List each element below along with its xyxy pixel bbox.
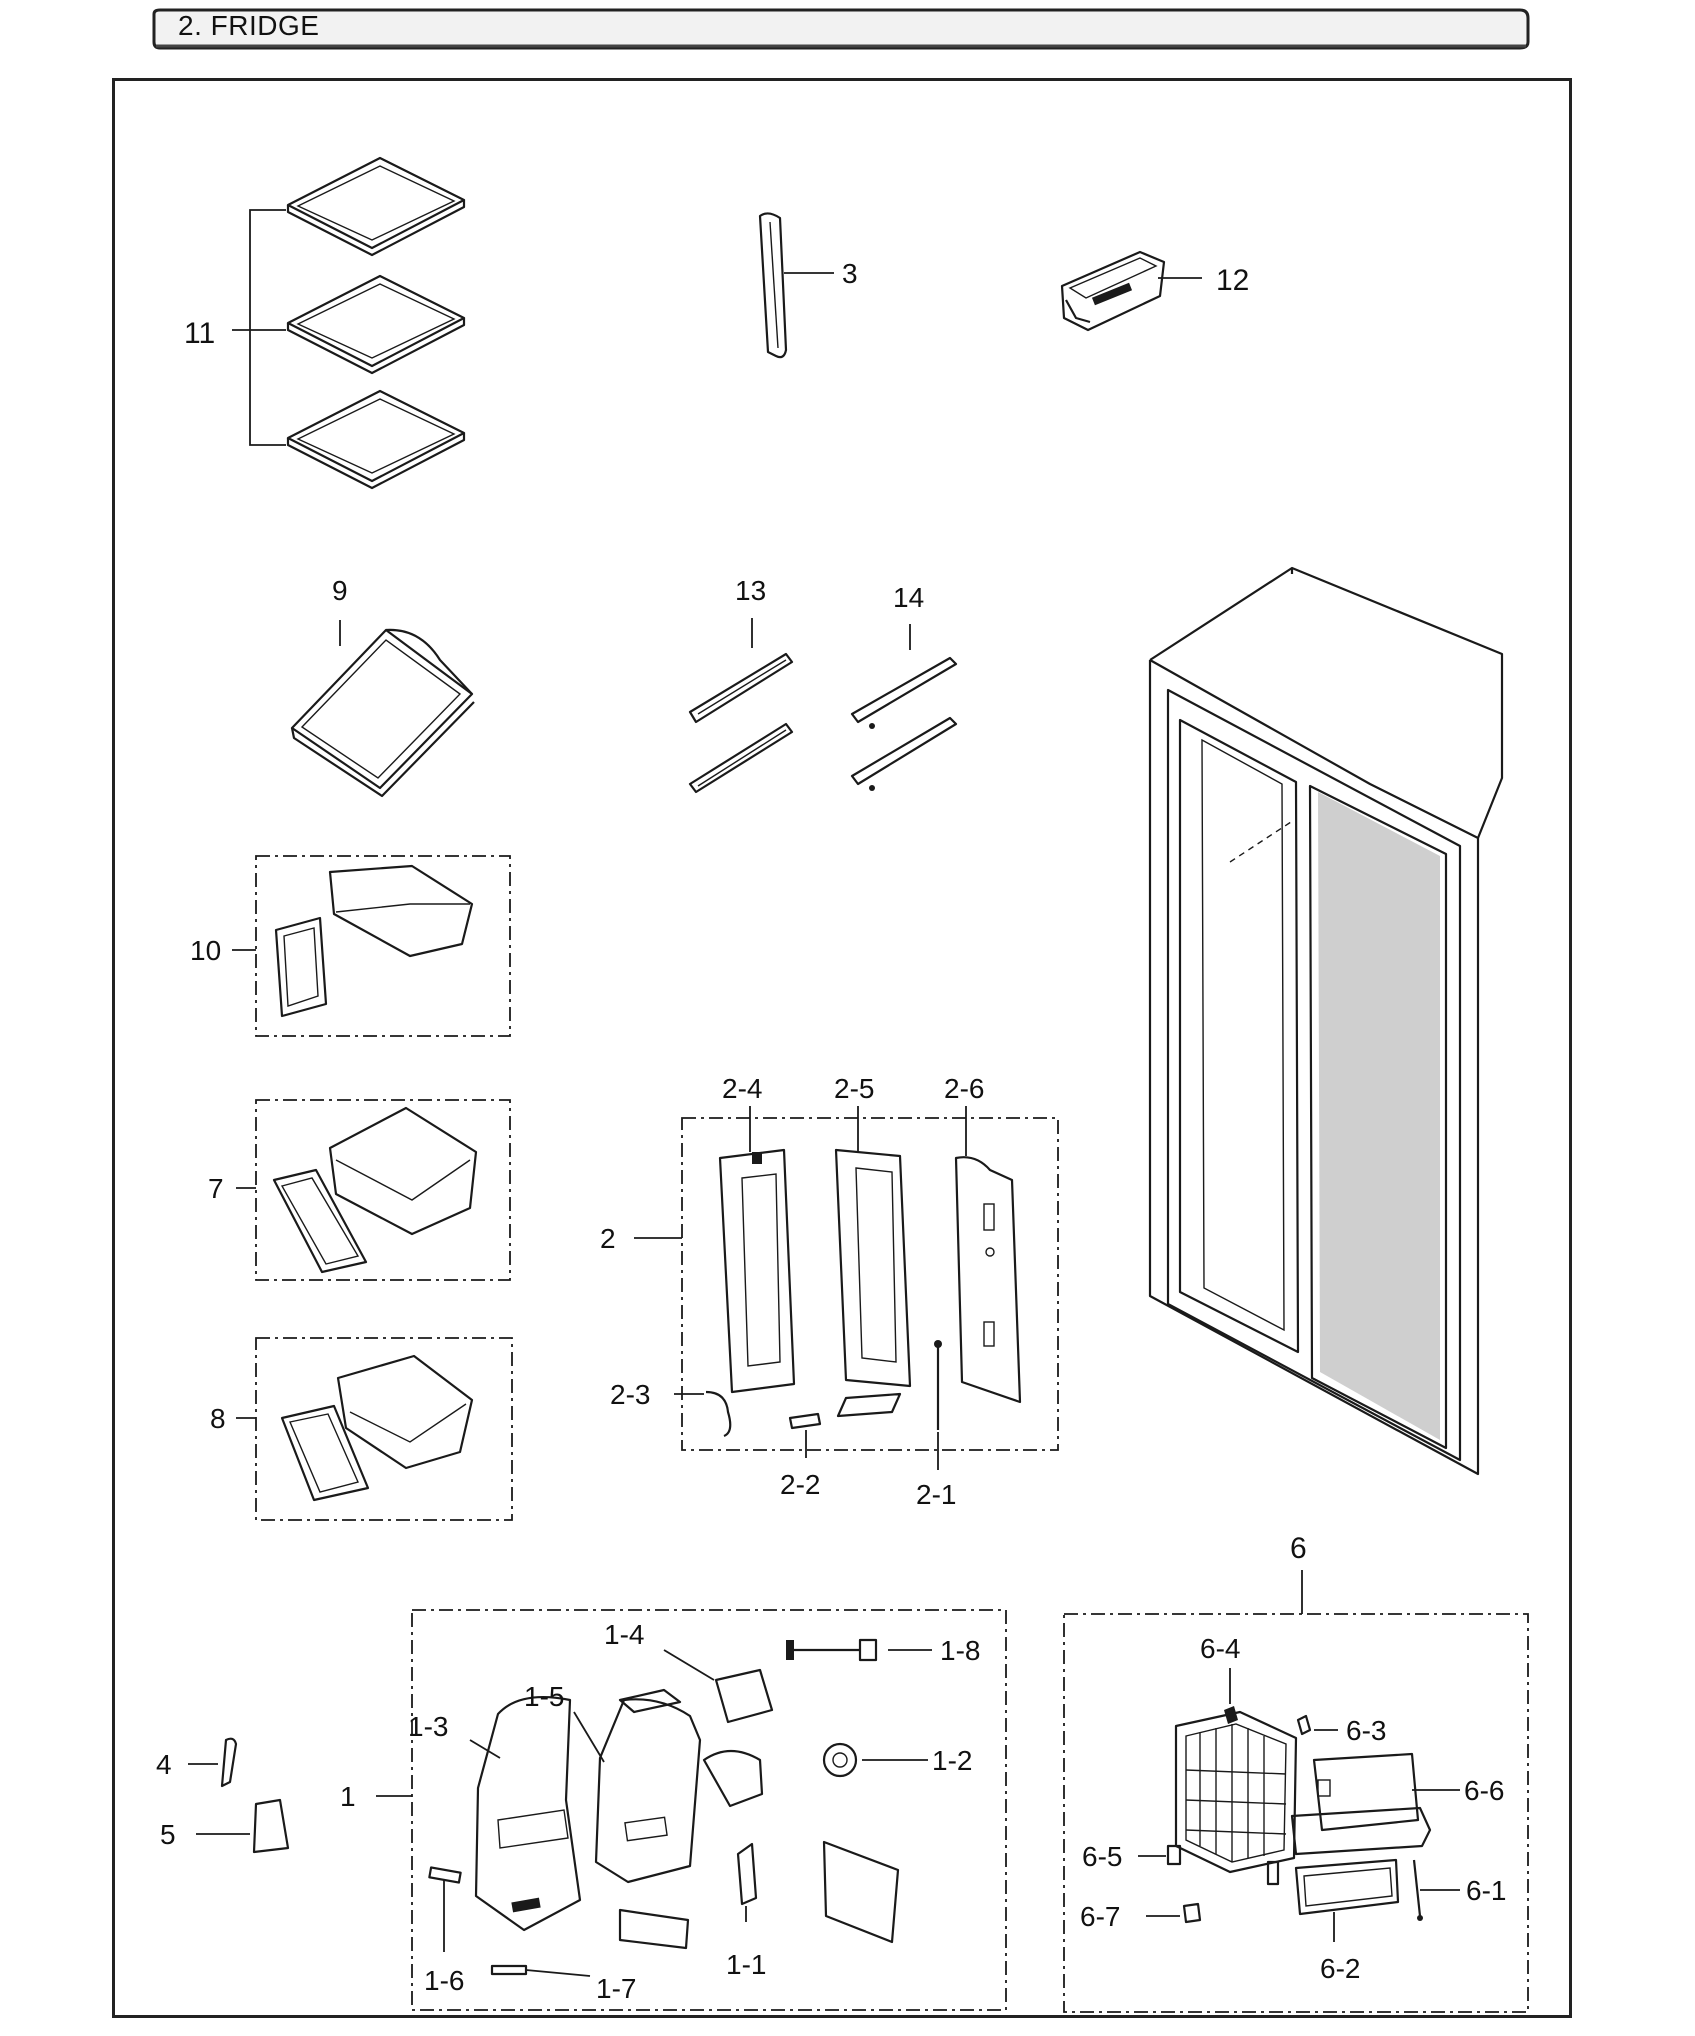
part-1-6-strip xyxy=(428,1866,462,1952)
label-8: 8 xyxy=(210,1403,226,1434)
part-1-1-bracket xyxy=(736,1842,758,1922)
label-1-8: 1-8 xyxy=(940,1635,980,1666)
part-1-2-gear xyxy=(822,1742,928,1778)
shelf-11-bottom xyxy=(286,389,466,490)
part-3-trim xyxy=(758,212,834,359)
shelf-11-middle xyxy=(286,274,466,375)
label-12: 12 xyxy=(1216,264,1249,297)
label-1-2: 1-2 xyxy=(932,1745,972,1776)
label-3: 3 xyxy=(842,258,858,289)
part-12-assembly xyxy=(1060,250,1202,332)
part-1-3-front-panel xyxy=(469,1696,582,1932)
label-7: 7 xyxy=(208,1173,224,1204)
label-1-1: 1-1 xyxy=(726,1949,766,1980)
label-1-7: 1-7 xyxy=(596,1973,636,2004)
label-2-4: 2-4 xyxy=(722,1073,762,1104)
label-6-7: 6-7 xyxy=(1080,1901,1120,1932)
label-5: 5 xyxy=(160,1819,176,1850)
label-2: 2 xyxy=(600,1223,616,1254)
part-1-4-covers xyxy=(618,1649,774,1724)
section-title: 2. FRIDGE xyxy=(178,10,320,41)
label-1-4: 1-4 xyxy=(604,1619,644,1650)
diagram-frame xyxy=(112,78,1572,2018)
label-2-3: 2-3 xyxy=(610,1379,650,1410)
label-14: 14 xyxy=(893,582,924,613)
part-6-2-heater xyxy=(1294,1858,1400,1942)
part-4 xyxy=(188,1737,238,1788)
part-2-5-panel xyxy=(834,1106,912,1418)
label-2-1: 2-1 xyxy=(916,1479,956,1510)
label-13: 13 xyxy=(735,575,766,606)
part-6-6-plate xyxy=(1290,1752,1460,1856)
fridge-cabinet xyxy=(1148,566,1504,1476)
label-1-5: 1-5 xyxy=(524,1681,564,1712)
assembly-6 xyxy=(1063,1570,1529,2013)
label-1-3: 1-3 xyxy=(408,1711,448,1742)
label-6-6: 6-6 xyxy=(1464,1775,1504,1806)
drawer-8 xyxy=(236,1337,513,1521)
part-2-1-sensor xyxy=(934,1340,942,1470)
part-2-4-panel xyxy=(718,1106,796,1394)
part-1-5-housing xyxy=(573,1698,702,1884)
label-1: 1 xyxy=(340,1781,356,1812)
label-6: 6 xyxy=(1290,1532,1307,1565)
label-2-2: 2-2 xyxy=(780,1469,820,1500)
label-2-5: 2-5 xyxy=(834,1073,874,1104)
drawer-7 xyxy=(236,1099,511,1281)
assembly-1 xyxy=(376,1609,1007,2011)
part-6-1-wire xyxy=(1412,1859,1460,1921)
label-11: 11 xyxy=(184,317,215,350)
part-6-7-clip xyxy=(1146,1902,1202,1924)
drawer-10 xyxy=(232,855,511,1037)
shelf-set-11 xyxy=(232,156,466,490)
label-6-5: 6-5 xyxy=(1082,1841,1122,1872)
part-2-3-wire xyxy=(674,1390,732,1438)
label-1-6: 1-6 xyxy=(424,1965,464,1996)
assembly-2 xyxy=(634,1106,1059,1470)
section-header-tab xyxy=(152,8,1530,50)
label-6-1: 6-1 xyxy=(1466,1875,1506,1906)
label-2-6: 2-6 xyxy=(944,1073,984,1104)
label-9: 9 xyxy=(332,575,348,606)
part-6-5-sensor xyxy=(1138,1844,1182,1866)
label-6-4: 6-4 xyxy=(1200,1633,1240,1664)
label-4: 4 xyxy=(156,1749,172,1780)
part-9-shelf xyxy=(290,620,475,798)
rails-13 xyxy=(688,618,794,794)
part-5 xyxy=(196,1798,290,1854)
rails-14 xyxy=(850,624,958,791)
evaporator-coil xyxy=(1174,1710,1298,1874)
label-6-3: 6-3 xyxy=(1346,1715,1386,1746)
label-10: 10 xyxy=(190,935,221,966)
part-2-2-clip xyxy=(788,1412,822,1458)
part-1-7-label xyxy=(490,1964,591,1977)
part-1-8-pin xyxy=(786,1638,932,1662)
label-6-2: 6-2 xyxy=(1320,1953,1360,1984)
part-6-3-clip xyxy=(1296,1714,1338,1736)
part-2-6-plate xyxy=(954,1106,1022,1404)
shelf-11-top xyxy=(286,156,466,257)
